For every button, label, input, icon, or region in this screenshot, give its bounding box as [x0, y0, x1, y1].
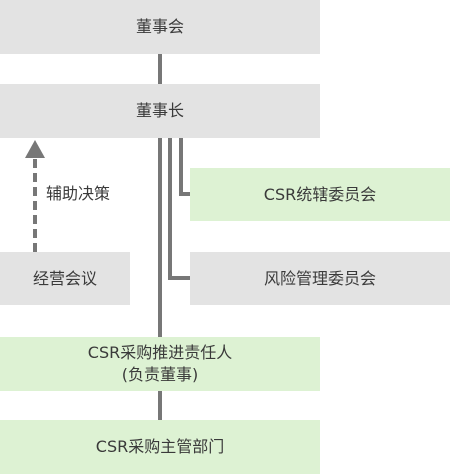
csr-officer-subtitle: (负责董事): [121, 365, 199, 384]
board-label: 董事会: [135, 17, 184, 36]
connector-chairman-risk: [168, 138, 190, 280]
chairman-label: 董事长: [135, 101, 184, 120]
risk-committee-label: 风险管理委员会: [263, 268, 376, 288]
csr-officer-box: CSR采购推进责任人 (负责董事): [0, 337, 320, 391]
business-meeting-box: 经营会议: [0, 252, 130, 305]
risk-committee-box: 风险管理委员会: [190, 252, 450, 305]
csr-committee-box: CSR统辖委员会: [190, 168, 450, 221]
csr-department-box: CSR采购主管部门: [0, 420, 320, 474]
csr-department-label: CSR采购主管部门: [95, 437, 225, 456]
csr-officer-title: CSR采购推进责任人: [87, 343, 233, 362]
csr-committee-label: CSR统辖委员会: [263, 184, 377, 204]
arrow-up-icon: [25, 140, 45, 158]
assist-decision-label: 辅助决策: [46, 184, 111, 203]
connector-chairman-csr-committee: [179, 138, 190, 196]
business-meeting-label: 经营会议: [32, 268, 97, 288]
board-box: 董事会: [0, 0, 320, 54]
chairman-box: 董事长: [0, 84, 320, 138]
